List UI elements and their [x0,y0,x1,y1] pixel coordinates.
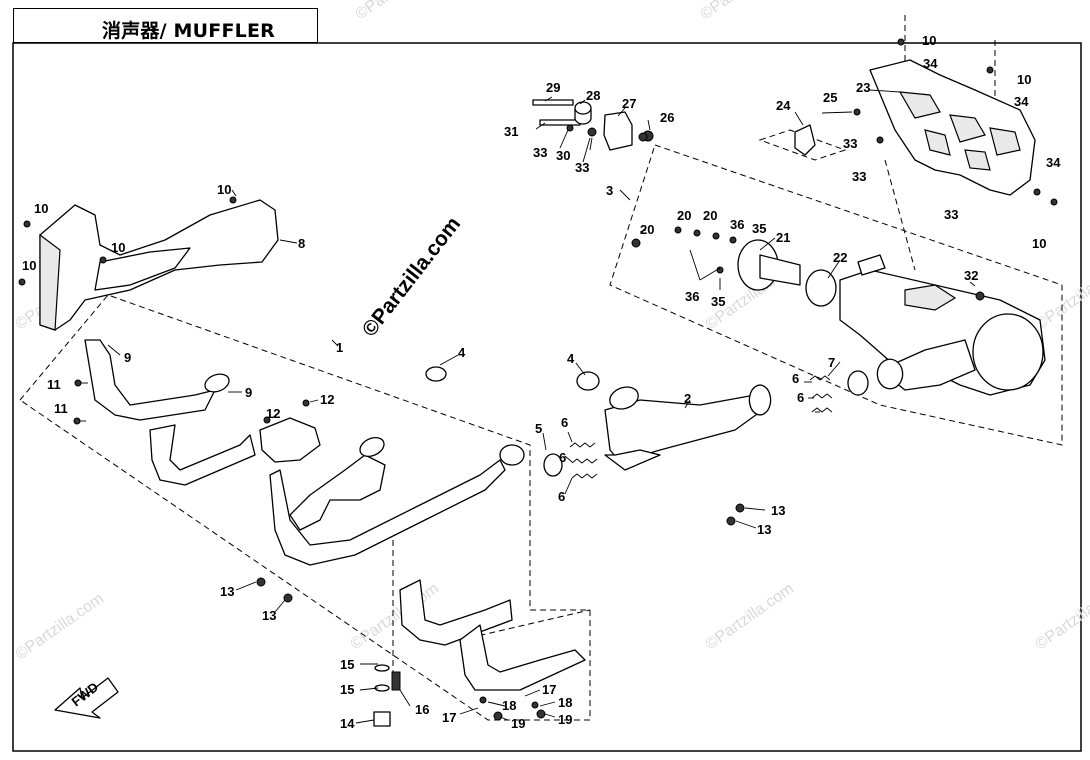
bracket-outline [758,129,847,161]
grommet-stack [373,664,546,727]
callout-10c: 10 [111,240,125,255]
callout-13a: 13 [220,584,234,599]
callout-6b: 6 [559,450,566,465]
gasket-4-right [576,371,600,391]
callout-32: 32 [964,268,978,283]
group-1-outline [19,294,591,721]
callout-14: 14 [340,716,355,731]
group-3-outline [609,144,1063,446]
callout-15b: 15 [340,682,354,697]
callout-3: 3 [606,183,613,198]
callout-31: 31 [504,124,518,139]
heat-shield-bracket [39,199,279,331]
callout-10b: 10 [34,201,48,216]
callout-33c: 33 [843,136,857,151]
callout-6e: 6 [797,390,804,405]
bracket-24 [794,124,816,156]
callout-12b: 12 [320,392,334,407]
callout-33b: 33 [575,160,589,175]
callout-4-left: 4 [458,345,466,360]
callout-13b: 13 [262,608,276,623]
callout-10a: 10 [217,182,231,197]
callout-1: 1 [336,340,343,355]
callout-18b: 18 [558,695,572,710]
callout-6c: 6 [558,489,565,504]
callout-25: 25 [823,90,837,105]
gasket-5 [543,453,563,477]
callout-27: 27 [622,96,636,111]
callout-18a: 18 [502,698,516,713]
callout-17b: 17 [442,710,456,725]
callout-24: 24 [776,98,791,113]
outer-heat-shield [869,59,1036,196]
callout-34b: 34 [1014,94,1029,109]
callout-labels: 1 2 3 4 4 5 6 6 6 6 6 7 8 9 9 10 10 10 1… [22,33,1061,731]
callout-5: 5 [535,421,542,436]
gasket-4-left [425,366,447,382]
title-box: 消声器/ MUFFLER [13,8,318,43]
dash-vert-33 [884,159,916,271]
callout-29: 29 [546,80,560,95]
callout-17a: 17 [542,682,556,697]
callout-33d: 33 [852,169,866,184]
springs [569,375,833,479]
callout-2: 2 [684,391,691,406]
callout-9a: 9 [124,350,131,365]
callout-34a: 34 [923,56,938,71]
svg-text:©Partzilla.com: ©Partzilla.com [348,580,442,653]
callout-26: 26 [660,110,674,125]
callout-20b: 20 [677,208,691,223]
callout-10f: 10 [1017,72,1031,87]
callout-20c: 20 [703,208,717,223]
watermark-main: ©Partzilla.com [358,213,465,341]
callout-36b: 36 [685,289,699,304]
callout-10e: 10 [922,33,936,48]
callout-34c: 34 [1046,155,1061,170]
callout-13c: 13 [771,503,785,518]
callout-4-right: 4 [567,351,575,366]
callout-13d: 13 [757,522,771,537]
callout-19b: 19 [558,712,572,727]
diagram-frame [12,42,1082,752]
svg-text:©Partzilla.com: ©Partzilla.com [703,580,797,653]
callout-6d: 6 [792,371,799,386]
callout-16: 16 [415,702,429,717]
callout-9b: 9 [245,385,252,400]
callout-22: 22 [833,250,847,265]
callout-36a: 36 [730,217,744,232]
mid-pipe [604,384,772,471]
leader-lines [79,89,976,724]
header-pipe-assembly [84,339,586,691]
callout-11b: 11 [54,401,68,416]
callout-21: 21 [776,230,790,245]
callout-7: 7 [828,355,835,370]
callout-15a: 15 [340,657,354,672]
spark-arrestor [737,239,837,307]
callout-30: 30 [556,148,570,163]
callout-11a: 11 [47,377,61,392]
callout-10g: 10 [1032,236,1046,251]
callout-20a: 20 [640,222,654,237]
muffler-body [839,254,1046,396]
gasket-near-7 [847,370,869,396]
callout-33a: 33 [533,145,547,160]
svg-text:©Partzilla.com: ©Partzilla.com [698,0,792,23]
callout-28: 28 [586,88,600,103]
fwd-arrow: FWD [54,677,119,719]
svg-text:©Partzilla.com: ©Partzilla.com [13,590,107,663]
diagram-title: 消声器/ MUFFLER [102,20,275,42]
svg-text:©Partzilla.com: ©Partzilla.com [353,0,447,23]
callout-23: 23 [856,80,870,95]
callout-12a: 12 [266,406,280,421]
callout-10d: 10 [22,258,36,273]
fasteners [18,38,1058,603]
callout-35a: 35 [752,221,766,236]
callout-6a: 6 [561,415,568,430]
callout-35b: 35 [711,294,725,309]
callout-33e: 33 [944,207,958,222]
callout-8: 8 [298,236,305,251]
callout-19a: 19 [511,716,525,731]
